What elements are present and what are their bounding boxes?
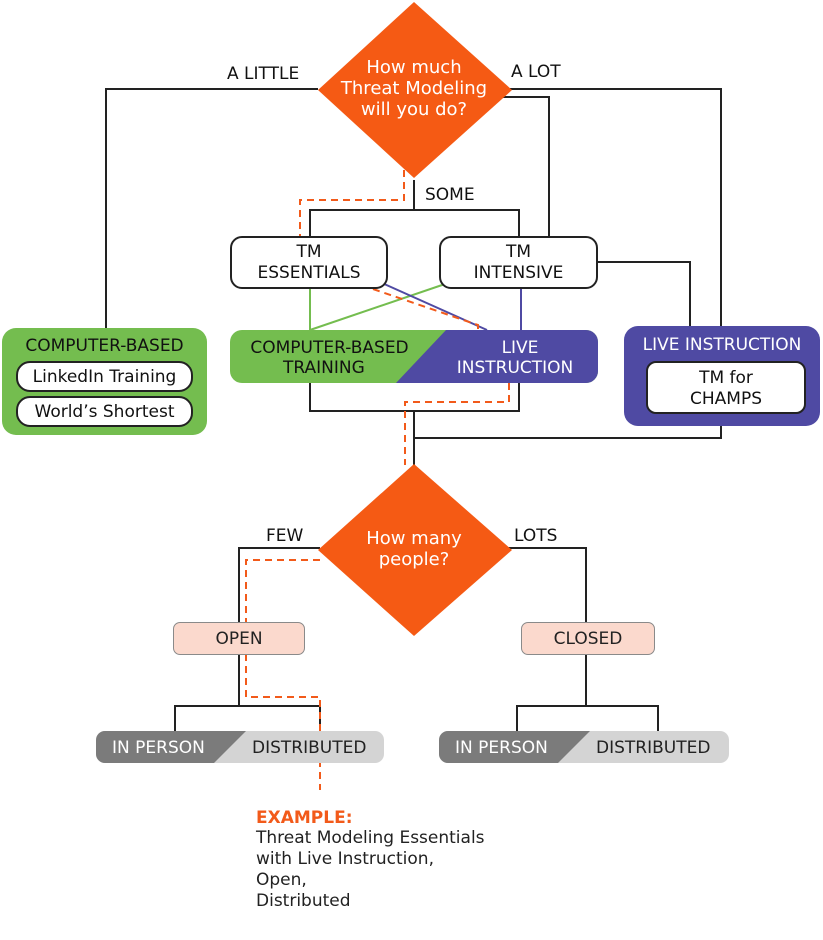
decision-how-many-text: How many people? [340,528,488,570]
decision-diamond-how-many [318,464,512,636]
tm-intensive-line2: INTENSIVE [473,263,564,283]
decision-how-many-line1: How many [366,528,462,549]
example-line-2: with Live Instruction, [256,849,434,869]
mixed-panel-left-line1: COMPUTER-BASED [250,338,409,358]
mixed-panel-right-line1: LIVE [501,338,539,358]
mixed-panel-left-line2: TRAINING [283,358,365,378]
intensive-to-cbt-line [309,282,449,331]
right-distributed-label: DISTRIBUTED [596,738,711,758]
left-split-bg [96,731,384,763]
computer-based-panel: COMPUTER-BASED LinkedIn Training World’s… [2,328,207,435]
tm-essentials-line2: ESSENTIALS [257,263,361,283]
mixed-panel-right-text: LIVE INSTRUCTION [440,338,590,378]
branch-label-a-little: A LITTLE [227,64,300,84]
worlds-shortest-pill: World’s Shortest [16,396,193,427]
example-path-mid [372,288,479,330]
linkedin-training-pill: LinkedIn Training [16,361,193,392]
tm-essentials-line1: TM [296,242,322,262]
tm-for-champs-line1: TM for [699,368,753,388]
branch-label-some: SOME [425,185,475,205]
decision-how-much-line1: How much [366,57,462,78]
decision-how-much-line2: Threat Modeling [340,78,488,99]
essentials-to-live-line [381,282,488,331]
branch-label-a-lot: A LOT [511,62,561,82]
closed-box: CLOSED [521,622,655,655]
example-heading: EXAMPLE: [256,808,353,828]
example-path-bottom [245,559,321,790]
example-path-top [299,170,405,236]
open-box: OPEN [173,622,305,655]
left-in-person-label: IN PERSON [112,738,205,758]
decision-how-many-line2: people? [378,549,450,570]
example-path-lower [404,383,510,465]
computer-based-title: COMPUTER-BASED [25,336,184,356]
right-in-person-label: IN PERSON [455,738,548,758]
decision-how-much-line3: will you do? [360,99,468,120]
example-line-3: Open, [256,870,307,890]
example-line-4: Distributed [256,891,351,911]
decision-diamond-how-much [318,2,512,178]
tm-intensive-line1: TM [505,242,532,262]
left-distributed-label: DISTRIBUTED [252,738,367,758]
tm-for-champs-line2: CHAMPS [690,389,762,409]
branch-label-lots: LOTS [514,526,558,546]
decision-how-much-text: How much Threat Modeling will you do? [330,57,498,120]
mixed-panel-left-text: COMPUTER-BASED TRAINING [247,338,412,378]
live-instruction-title: LIVE INSTRUCTION [642,335,802,355]
live-instruction-panel: LIVE INSTRUCTION TM for CHAMPS [624,326,820,426]
mixed-panel-right-line2: INSTRUCTION [456,358,574,378]
tm-essentials-box: TM ESSENTIALS [230,236,388,289]
tm-intensive-box: TM INTENSIVE [439,236,598,289]
branch-label-few: FEW [266,526,304,546]
tm-for-champs-box: TM for CHAMPS [646,361,806,414]
right-split-bg [439,731,729,763]
example-line-1: Threat Modeling Essentials [256,828,485,848]
mixed-panel-bg [230,330,598,383]
